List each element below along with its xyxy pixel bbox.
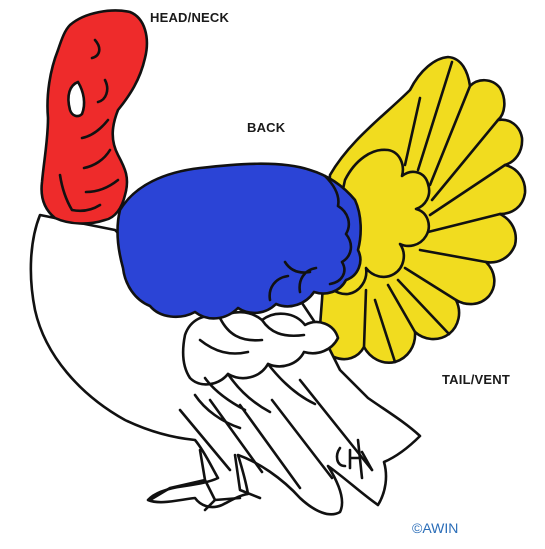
head-neck-region [42, 11, 147, 224]
label-tail-vent: TAIL/VENT [442, 372, 510, 387]
label-head-neck: HEAD/NECK [150, 10, 229, 25]
copyright-text: ©AWIN [412, 520, 458, 536]
label-back: BACK [247, 120, 285, 135]
eye-area [68, 82, 84, 116]
